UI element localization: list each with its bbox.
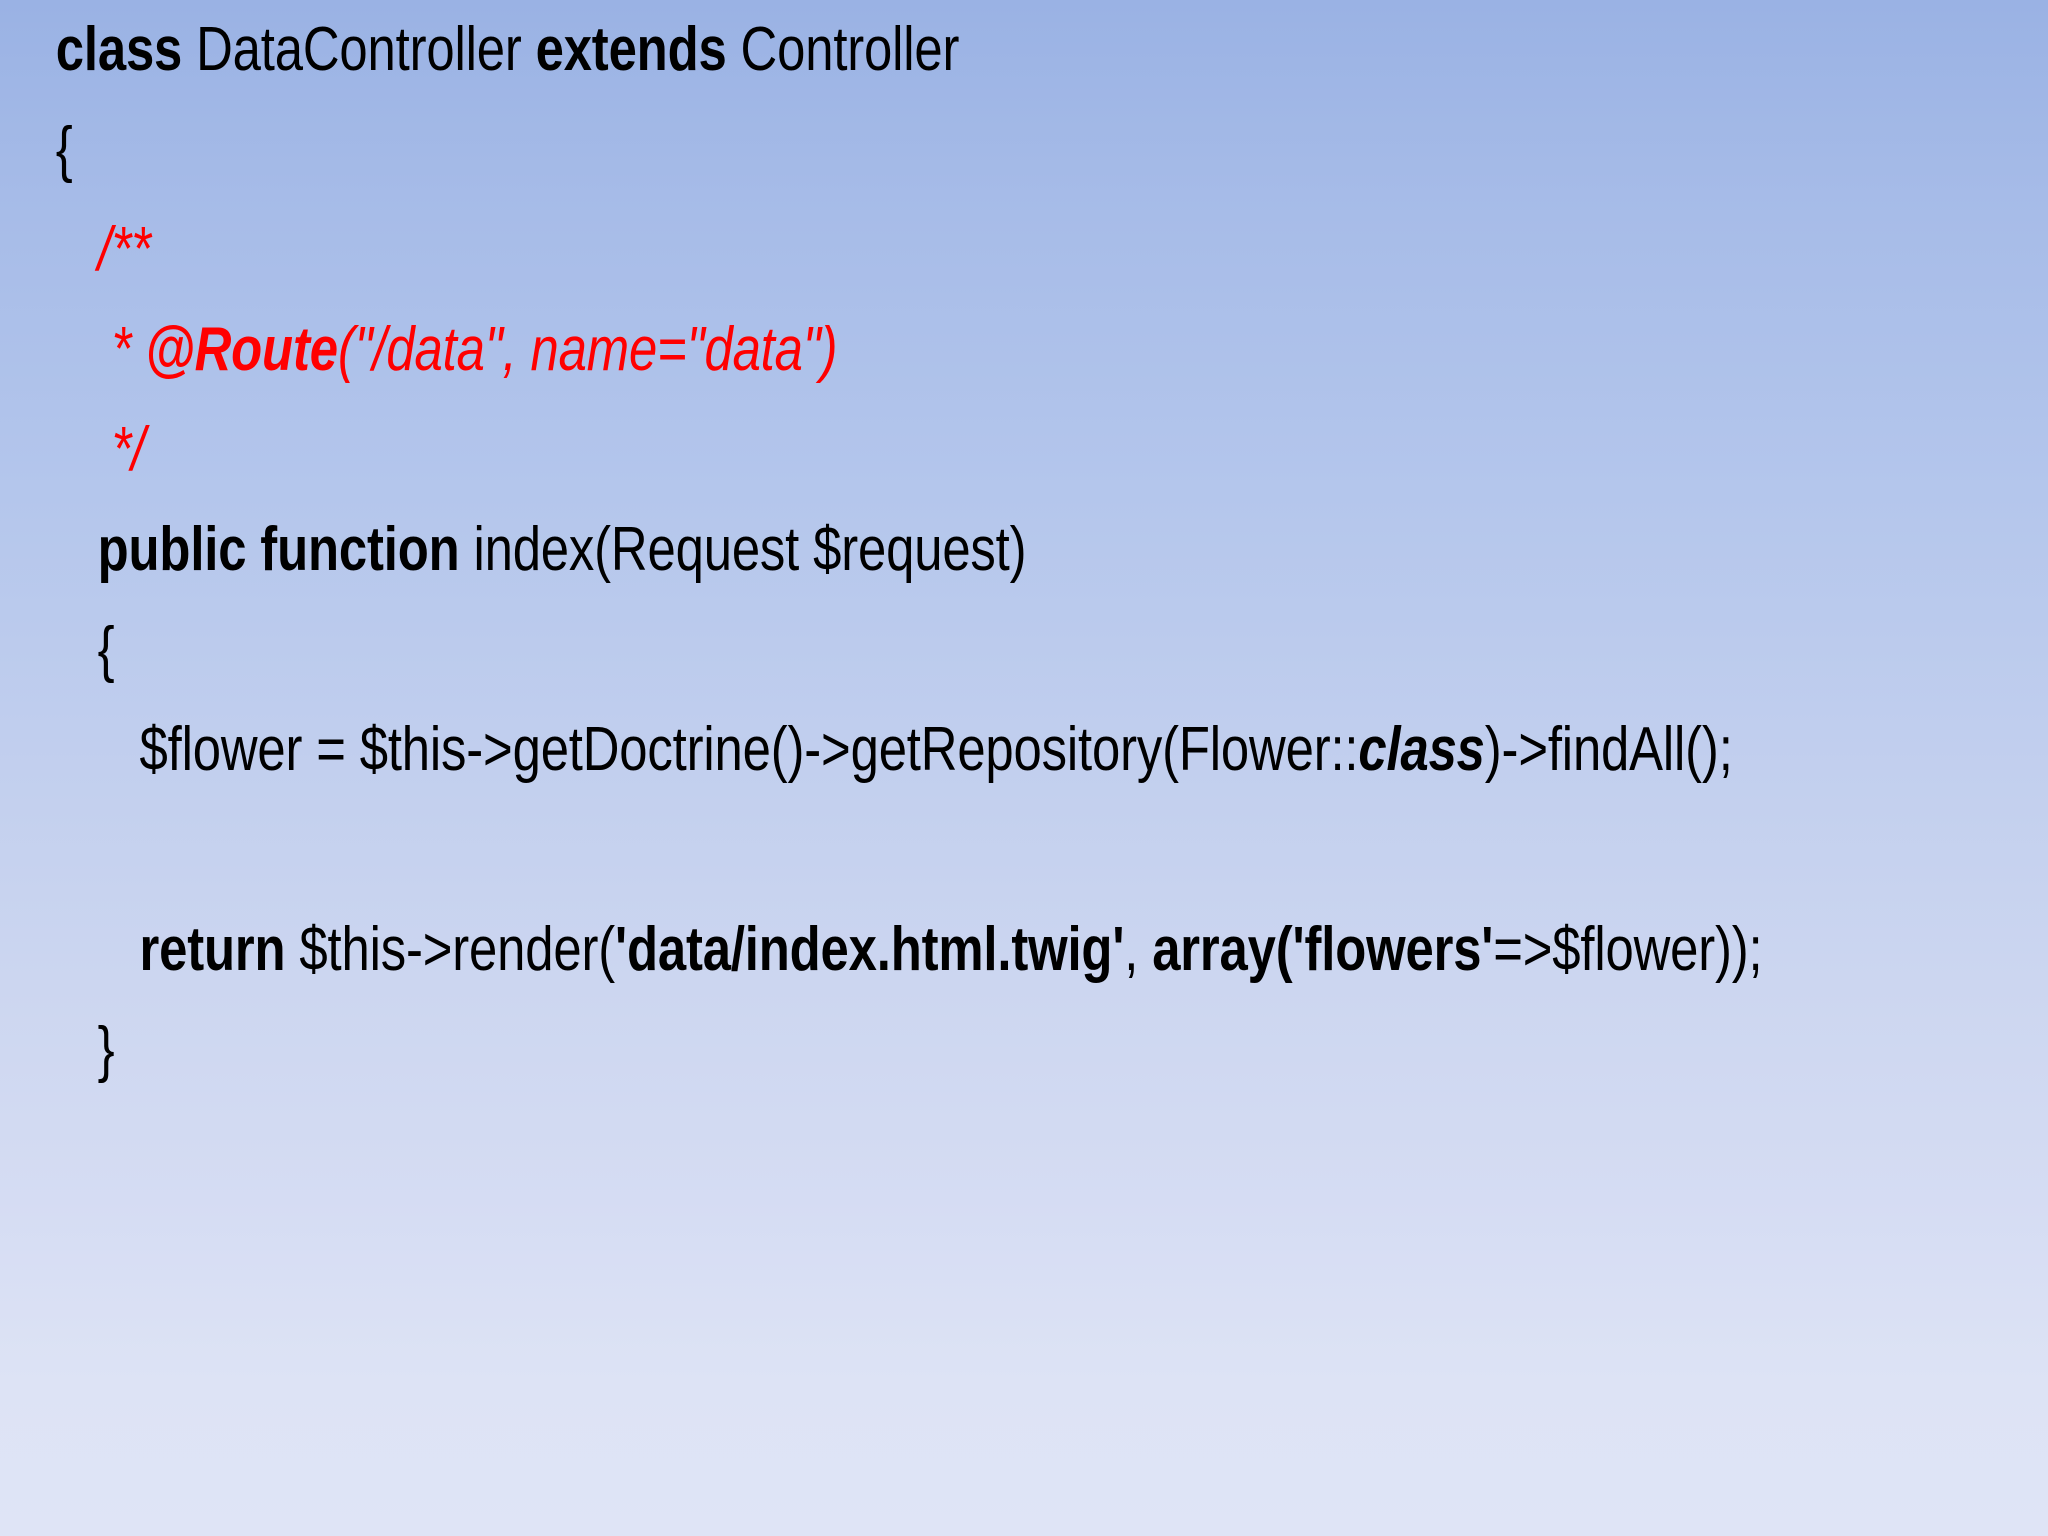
line-function-open-brace-token-0: { [55,615,115,684]
line-return-render-token-1: return [139,915,300,984]
line-return-render-token-7: =>$flower)); [1493,915,1763,984]
line-function-close-brace: } [0,1000,2034,1100]
line-return-render-token-5: array( [1152,915,1293,984]
line-return-render-token-3: 'data/index.html.twig' [615,915,1125,984]
line-blank [0,800,2034,900]
line-function-close-brace-token-0: } [55,1015,115,1084]
line-route-annotation-token-1: @Route [145,315,338,384]
line-flower-query-token-0: $flower = $this->getDoctrine()->getRepos… [55,715,1359,784]
line-docblock-close-token-0: */ [55,415,146,484]
line-docblock-open-token-0: /** [55,215,151,284]
line-return-render-token-2: $this->render( [299,915,616,984]
line-blank-token-0 [56,815,70,884]
line-class-declaration-token-0: class [55,15,197,84]
line-return-render: return $this->render('data/index.html.tw… [0,900,2034,1000]
line-class-declaration-token-1: DataController [196,15,536,84]
line-class-declaration-token-3: Controller [740,15,960,84]
line-class-declaration-token-2: extends [535,15,741,84]
line-function-signature-token-1: public function [97,515,474,584]
line-function-signature-token-0 [56,515,98,584]
line-docblock-close: */ [0,400,2034,500]
line-return-render-token-0 [56,915,140,984]
line-flower-query-token-2: )->findAll(); [1484,715,1733,784]
line-route-annotation-token-2: ("/data", name="data") [337,315,838,384]
line-docblock-open: /** [0,200,2034,300]
line-route-annotation-token-0: * [55,315,146,384]
line-route-annotation: * @Route("/data", name="data") [0,300,2034,400]
line-class-open-brace: { [0,100,2034,200]
line-return-render-token-4: , [1124,915,1153,984]
line-function-signature: public function index(Request $request) [0,500,2034,600]
line-class-open-brace-token-0: { [55,115,73,184]
line-class-declaration: class DataController extends Controller [0,0,2034,100]
line-function-open-brace: { [0,600,2034,700]
line-flower-query-token-1: class [1358,715,1485,784]
line-flower-query: $flower = $this->getDoctrine()->getRepos… [0,700,2034,800]
php-code-block: class DataController extends Controller {… [0,0,2034,1100]
line-function-signature-token-2: index(Request $request) [473,515,1027,584]
line-return-render-token-6: 'flowers' [1292,915,1494,984]
